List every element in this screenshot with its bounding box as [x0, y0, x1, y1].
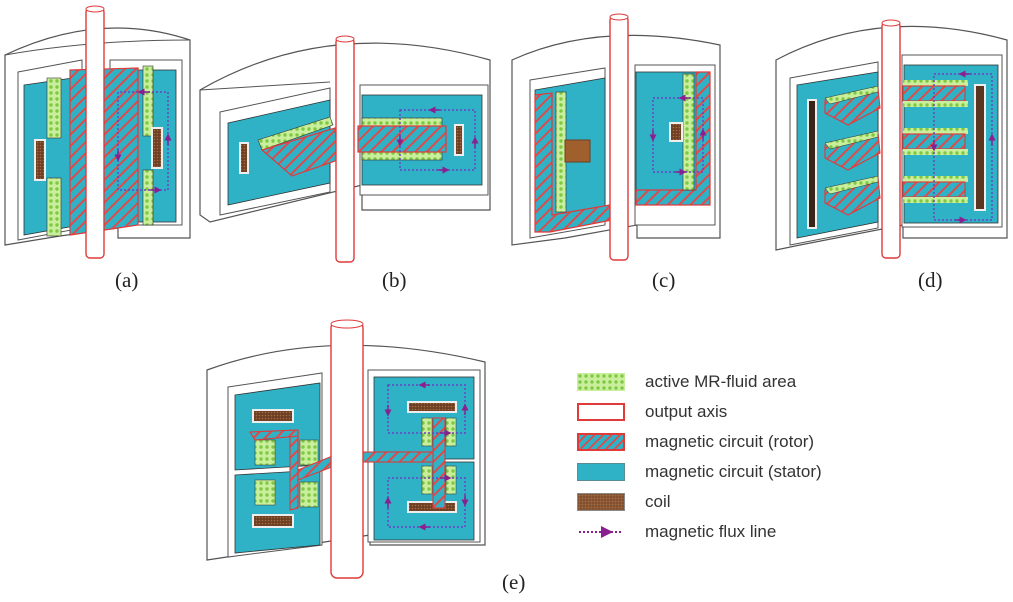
coil — [239, 142, 249, 174]
panel-caption-d: (d) — [918, 268, 943, 292]
mr-fluid — [46, 177, 62, 237]
mr-fluid — [445, 465, 457, 495]
mr-fluid — [254, 439, 276, 466]
coil — [454, 124, 464, 156]
panel-e — [206, 319, 486, 579]
rotor — [635, 71, 711, 206]
output-axis — [609, 15, 629, 261]
legend-item-coil: coil — [577, 487, 822, 517]
rotor-swatch-icon — [577, 433, 625, 451]
coil — [564, 139, 591, 163]
coil — [252, 409, 294, 423]
legend-item-stator: magnetic circuit (stator) — [577, 457, 822, 487]
mr-fluid — [682, 73, 695, 191]
coil — [151, 127, 163, 169]
rotor — [357, 451, 439, 463]
legend-item-rotor: magnetic circuit (rotor) — [577, 427, 822, 457]
panel-caption-b: (b) — [382, 268, 407, 292]
rotor — [432, 417, 446, 509]
mr-fluid — [299, 481, 319, 508]
mr-fluid — [299, 439, 319, 466]
coil — [407, 501, 457, 513]
stator-swatch-icon — [577, 463, 625, 481]
coil — [669, 122, 683, 142]
panel-a — [4, 5, 191, 259]
rotor — [249, 429, 299, 441]
mr-fluid — [421, 465, 433, 495]
output-axis — [85, 7, 105, 259]
mr-fluid — [46, 77, 62, 139]
rotor — [289, 429, 299, 511]
output-axis — [335, 37, 355, 263]
legend-item-axis: output axis — [577, 397, 822, 427]
rotor-disks-left — [824, 85, 881, 216]
coil-swatch-icon — [577, 493, 625, 511]
legend-label: coil — [645, 492, 671, 511]
mr-fluid — [361, 151, 443, 161]
coil — [807, 99, 817, 229]
rotor — [357, 125, 447, 153]
legend-label: magnetic circuit (stator) — [645, 462, 822, 481]
output-axis-swatch-icon — [577, 403, 625, 421]
flux-line-arrow-icon — [579, 526, 623, 538]
mr-fluid — [254, 479, 276, 506]
legend-label: active MR-fluid area — [645, 372, 797, 391]
output-axis — [330, 321, 364, 579]
legend-item-fluid: active MR-fluid area — [577, 367, 822, 397]
mr-fluid — [361, 117, 443, 127]
legend-label: output axis — [645, 402, 728, 421]
coil — [974, 84, 986, 211]
legend: active MR-fluid area output axis magneti… — [577, 367, 822, 547]
coil — [34, 139, 46, 181]
legend-label: magnetic circuit (rotor) — [645, 432, 815, 451]
mr-fluid — [421, 417, 433, 447]
mr-fluid — [445, 417, 457, 447]
coil — [407, 401, 457, 413]
panel-b — [199, 35, 491, 263]
rotor-disks-right — [902, 80, 968, 203]
legend-label: magnetic flux line — [645, 522, 777, 541]
mr-fluid — [142, 65, 154, 137]
panel-caption-e: (e) — [502, 570, 526, 594]
mr-fluid — [142, 169, 154, 226]
output-axis — [881, 21, 901, 259]
panel-caption-a: (a) — [115, 268, 139, 292]
coil — [252, 514, 294, 528]
panel-caption-c: (c) — [652, 268, 676, 292]
panel-d — [775, 19, 1008, 259]
legend-item-flux: magnetic flux line — [577, 517, 822, 547]
panel-c — [511, 13, 721, 261]
mr-fluid-swatch-icon — [577, 373, 625, 391]
mr-fluid — [257, 116, 334, 151]
